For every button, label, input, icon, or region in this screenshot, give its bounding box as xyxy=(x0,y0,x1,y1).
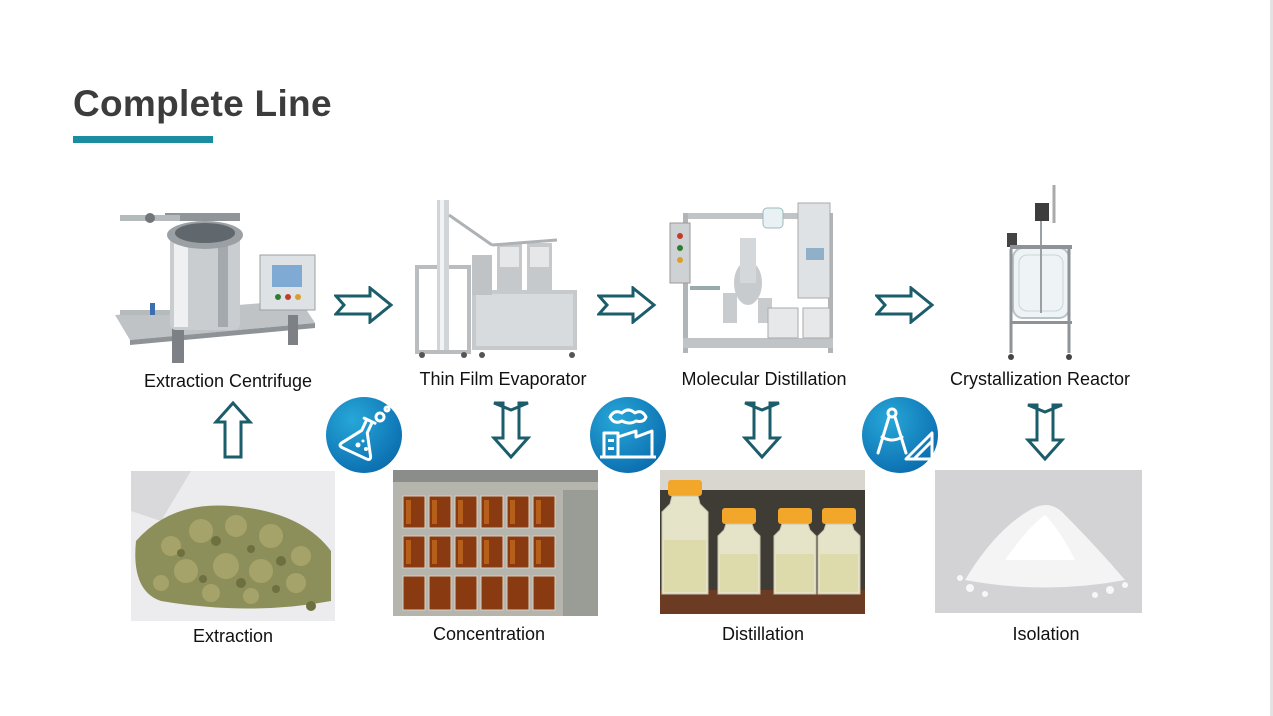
label-thin-film-evaporator: Thin Film Evaporator xyxy=(419,369,587,389)
label-isolation: Isolation xyxy=(1012,624,1080,644)
right-arrow-icon xyxy=(597,286,657,324)
molecular-distillation-image xyxy=(668,198,840,360)
label-concentration: Concentration xyxy=(432,624,546,644)
title-underline xyxy=(73,136,213,143)
thin-film-evaporator-image xyxy=(412,195,582,363)
concentration-photo xyxy=(393,470,598,616)
up-arrow-icon xyxy=(213,400,253,459)
drafting-tools-icon xyxy=(862,397,938,473)
page-title: Complete Line xyxy=(73,83,332,124)
label-crystallization-reactor: Crystallization Reactor xyxy=(949,369,1131,389)
down-arrow-icon xyxy=(1025,403,1065,462)
flask-icon xyxy=(326,397,402,473)
right-arrow-icon xyxy=(334,286,394,324)
label-extraction-centrifuge: Extraction Centrifuge xyxy=(143,371,313,391)
isolation-photo xyxy=(935,470,1142,613)
right-arrow-icon xyxy=(875,286,935,324)
down-arrow-icon xyxy=(742,401,782,460)
label-molecular-distillation: Molecular Distillation xyxy=(681,369,847,389)
label-distillation: Distillation xyxy=(721,624,805,644)
factory-icon xyxy=(590,397,666,473)
distillation-photo xyxy=(660,470,865,614)
down-arrow-icon xyxy=(491,401,531,460)
label-extraction: Extraction xyxy=(192,626,274,646)
extraction-centrifuge-image xyxy=(110,195,325,365)
crystallization-reactor-image xyxy=(1005,183,1075,363)
extraction-photo xyxy=(131,471,335,621)
slide-edge xyxy=(1270,0,1273,716)
